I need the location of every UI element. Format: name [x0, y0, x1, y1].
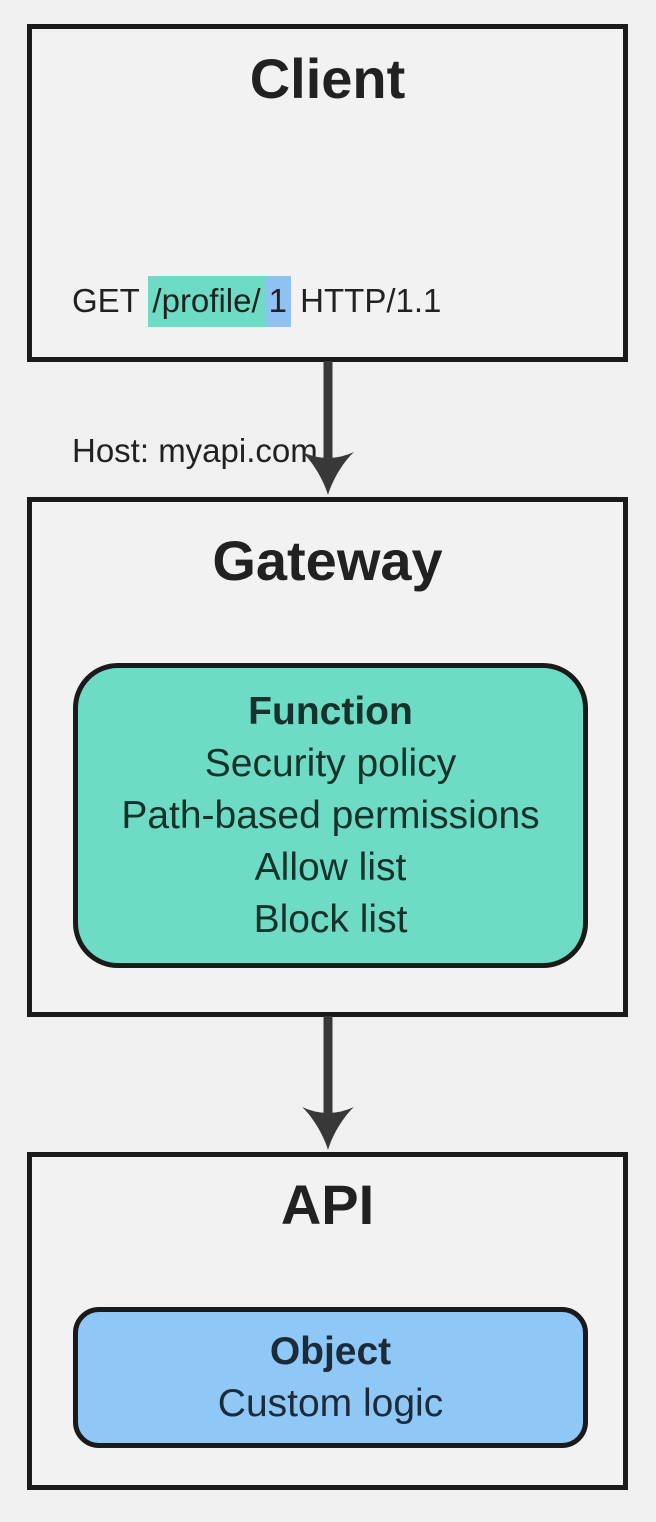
api-title: API [280, 1173, 375, 1236]
request-id-highlight: 1 [264, 276, 291, 327]
flow-arrow-gateway-to-api [298, 1016, 358, 1151]
gateway-title: Gateway [212, 529, 443, 592]
object-title: Object [269, 1329, 392, 1373]
function-title: Function [248, 689, 413, 733]
flow-arrow-client-to-gateway [298, 361, 358, 496]
request-line: GET /profile/1 HTTP/1.1 [72, 276, 444, 327]
object-item: Custom logic [217, 1381, 444, 1425]
function-item: Security policy [204, 741, 457, 785]
arrow-down-icon [302, 1016, 354, 1150]
object-node: Object Custom logic [73, 1307, 588, 1448]
function-node: Function Security policy Path-based perm… [73, 663, 588, 968]
request-method: GET [72, 282, 149, 319]
host-header: Host: myapi.com [72, 432, 318, 469]
api-node: API Object Custom logic [27, 1152, 628, 1490]
request-path-highlight: /profile/ [148, 276, 265, 327]
client-title: Client [249, 47, 406, 110]
function-item: Allow list [254, 845, 407, 889]
gateway-node: Gateway Function Security policy Path-ba… [27, 497, 628, 1017]
client-node: Client GET /profile/1 HTTP/1.1 Host: mya… [27, 24, 628, 619]
function-item: Path-based permissions [121, 793, 540, 837]
request-protocol: HTTP/1.1 [291, 282, 442, 319]
function-item: Block list [253, 897, 408, 941]
arrow-down-icon [302, 361, 354, 495]
